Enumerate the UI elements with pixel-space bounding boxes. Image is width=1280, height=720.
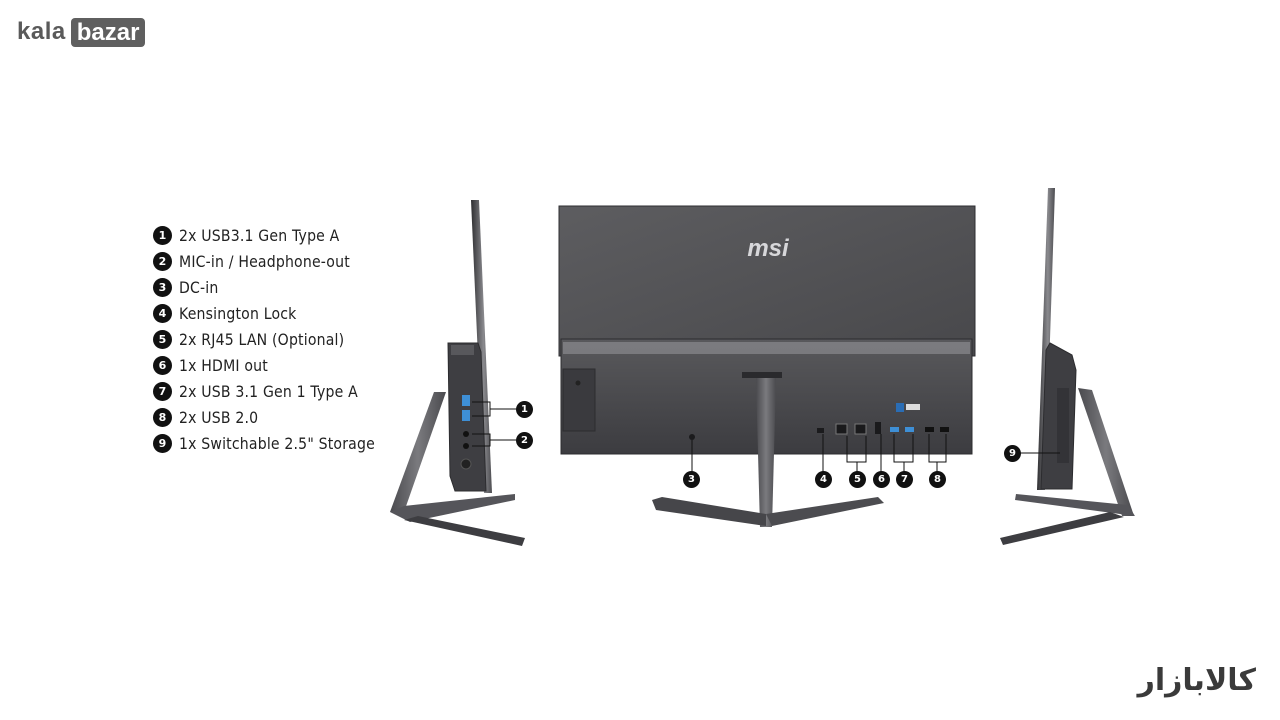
kensington-slot: [817, 428, 824, 433]
legend-number: 3: [153, 277, 172, 297]
legend-number: 6: [153, 356, 172, 376]
legend-label: 2x USB 2.0: [179, 408, 259, 428]
audio-jack: [463, 431, 469, 437]
callout-bracket: [893, 434, 914, 472]
usb-port: [890, 427, 899, 432]
logo-kala-text: kala: [17, 18, 66, 45]
screw: [575, 380, 581, 386]
center-stand-foot: [652, 497, 766, 526]
legend-number: 1: [153, 225, 172, 245]
callout-1: 1: [516, 401, 533, 418]
kalabazar-watermark: کالابازار: [1137, 663, 1256, 698]
left-stand-arm: [390, 392, 446, 512]
ports-legend: 1 2x USB3.1 Gen Type A 2 MIC-in / Headphon…: [153, 222, 402, 457]
power-button: [460, 458, 472, 470]
logo-bazar-text: bazar: [70, 17, 146, 47]
callout-8: 8: [929, 471, 946, 488]
lan-port: [835, 423, 848, 435]
left-stand-foot: [404, 516, 525, 546]
legend-label: Kensington Lock: [179, 303, 297, 323]
kalabazar-logo[interactable]: kala bazar: [17, 17, 146, 47]
legend-label: 2x USB 3.1 Gen 1 Type A: [179, 382, 358, 402]
callout-bracket: [472, 433, 500, 447]
vesa-mount: [742, 372, 782, 378]
legend-number: 4: [153, 303, 172, 323]
legend-label: 1x Switchable 2.5" Storage: [179, 434, 375, 454]
legend-label: MIC-in / Headphone-out: [179, 251, 350, 271]
callout-2: 2: [516, 432, 533, 449]
left-side-view: [390, 200, 525, 546]
legend-item: 3 DC-in: [153, 274, 402, 300]
legend-label: 1x HDMI out: [179, 356, 268, 376]
usb-port: [925, 427, 934, 432]
label-sticker: [906, 404, 920, 410]
legend-item: 5 2x RJ45 LAN (Optional): [153, 326, 402, 352]
legend-label: DC-in: [179, 277, 219, 297]
center-stand-arm: [756, 378, 776, 527]
dc-in-port: [689, 434, 695, 440]
screen-back: [558, 205, 976, 357]
back-body-highlight: [563, 342, 970, 354]
side-panel: [562, 368, 596, 432]
callout-bracket: [846, 436, 867, 472]
callout-7: 7: [896, 471, 913, 488]
usb-port: [940, 427, 949, 432]
msi-logo: msi: [747, 235, 790, 262]
left-body-top: [451, 345, 474, 355]
right-side-view: [1000, 188, 1135, 545]
usb-port: [905, 427, 914, 432]
callout-5: 5: [849, 471, 866, 488]
legend-label: 2x USB3.1 Gen Type A: [179, 225, 340, 245]
audio-jack: [463, 443, 469, 449]
legend-item: 1 2x USB3.1 Gen Type A: [153, 222, 402, 248]
legend-number: 9: [153, 434, 172, 454]
label-sticker: [896, 403, 904, 412]
usb-port: [462, 410, 470, 421]
right-stand-foot: [1000, 512, 1124, 545]
usb-port: [462, 395, 470, 406]
callout-bracket: [472, 401, 500, 417]
callout-3: 3: [683, 471, 700, 488]
callout-bracket: [928, 434, 947, 472]
legend-number: 7: [153, 382, 172, 402]
left-stand-foot: [390, 494, 515, 522]
legend-label: 2x RJ45 LAN (Optional): [179, 329, 345, 349]
legend-item: 2 MIC-in / Headphone-out: [153, 248, 402, 274]
legend-item: 6 1x HDMI out: [153, 352, 402, 378]
left-screen-edge: [471, 200, 492, 493]
callout-4: 4: [815, 471, 832, 488]
storage-bay: [1057, 388, 1069, 463]
right-stand-arm: [1078, 388, 1134, 516]
legend-item: 9 1x Switchable 2.5" Storage: [153, 431, 402, 457]
legend-number: 5: [153, 329, 172, 349]
legend-item: 4 Kensington Lock: [153, 300, 402, 326]
center-stand-foot: [766, 497, 884, 526]
back-view: [558, 205, 976, 527]
callout-9: 9: [1004, 445, 1021, 462]
right-screen-edge: [1037, 188, 1055, 490]
legend-number: 8: [153, 408, 172, 428]
legend-number: 2: [153, 251, 172, 271]
legend-item: 8 2x USB 2.0: [153, 405, 402, 431]
hdmi-port: [875, 422, 881, 434]
legend-item: 7 2x USB 3.1 Gen 1 Type A: [153, 379, 402, 405]
callout-6: 6: [873, 471, 890, 488]
right-stand-foot: [1015, 494, 1135, 516]
lan-port: [854, 423, 867, 435]
